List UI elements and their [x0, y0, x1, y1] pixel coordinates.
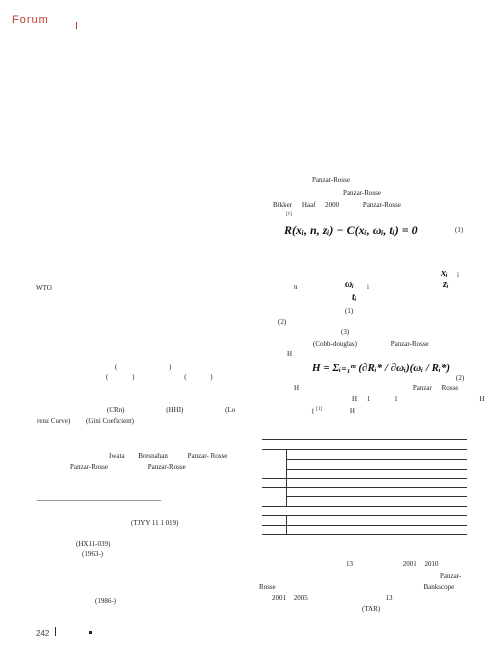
footnote-text: (1986-) [95, 597, 116, 605]
table-rule [262, 449, 467, 450]
footer-divider [55, 627, 56, 636]
text-line: Panzar-Rosse [343, 189, 381, 197]
text-line: ( ) ( ) [106, 373, 213, 381]
table-rule [262, 478, 467, 479]
variable-symbol: xᵢ [441, 268, 448, 279]
variable-symbol: zᵢ [443, 279, 449, 290]
table-column-rule [286, 515, 287, 534]
table-rule [262, 439, 467, 440]
text-line: 13 2001 2010 [346, 560, 439, 568]
footnote-text: (HX11-039) [76, 540, 111, 548]
section-header: Forum [12, 14, 49, 26]
text-line: Iwata Bresnahan Panzar- Rosse [109, 452, 228, 460]
table-rule [262, 525, 467, 526]
text-fragment: (2) [278, 318, 287, 326]
text-line: (CRn) (HHI) (Lo [107, 406, 236, 414]
text-fragment: WTO [36, 284, 52, 292]
text-fragment: (1) [345, 307, 354, 315]
equation-number: (1) [455, 226, 464, 234]
text-line: H 1 1 H [352, 395, 485, 403]
table-rule [287, 459, 467, 460]
table-rule [262, 487, 467, 488]
text-line: Rosse Bankscope [259, 583, 455, 591]
text-line: H Panzar Rosse [294, 384, 459, 392]
text-fragment: i [367, 283, 369, 291]
text-fragment: (3) [341, 328, 350, 336]
header-divider [76, 22, 77, 29]
table-rule [287, 496, 467, 497]
text-line: (Cobb-douglas) Panzar-Rosse [313, 340, 429, 348]
table-rule [262, 506, 467, 507]
table-column-rule [286, 449, 287, 506]
footnote-text: (TJYY 11 1 019) [131, 519, 179, 527]
text-fragment: n [294, 283, 298, 291]
text-line: 1 [1] H [311, 407, 355, 416]
text-line: Panzar-Rosse Panzar-Rosse [70, 463, 186, 471]
variable-symbol: ωᵢ [345, 279, 354, 290]
equation-2: H = Σᵢ₌₁ᵐ (∂Rᵢ* / ∂ωᵢ)(ωᵢ / Rᵢ*) [312, 362, 451, 374]
text-fragment: Panzar- [440, 572, 462, 580]
equation-number: (2) [456, 374, 465, 382]
footnote-divider [37, 500, 161, 501]
table-rule [287, 469, 467, 470]
table-rule [262, 534, 467, 535]
text-fragment: (TAR) [362, 605, 381, 613]
equation-1: R(xᵢ, n, zᵢ) − C(xᵢ, ωᵢ, tᵢ) = 0 [284, 223, 418, 237]
table-rule [262, 515, 467, 516]
text-fragment: H [287, 350, 293, 358]
text-line: Bikker Haaf 2000 Panzar-Rosse [273, 201, 401, 209]
page-number: 242 [36, 629, 50, 638]
text-fragment: i [457, 271, 459, 279]
citation-ref: [1] [286, 212, 292, 217]
text-line: Panzar-Rosse [312, 176, 350, 184]
footer-bullet-icon [89, 631, 92, 634]
text-line: ( ) [115, 363, 172, 371]
variable-symbol: tᵢ [352, 292, 357, 303]
text-line: 2001 2005 13 [272, 594, 393, 602]
footnote-text: (1963-) [82, 550, 103, 558]
text-line: renz Curve) (Gini Coeficient) [37, 417, 134, 425]
